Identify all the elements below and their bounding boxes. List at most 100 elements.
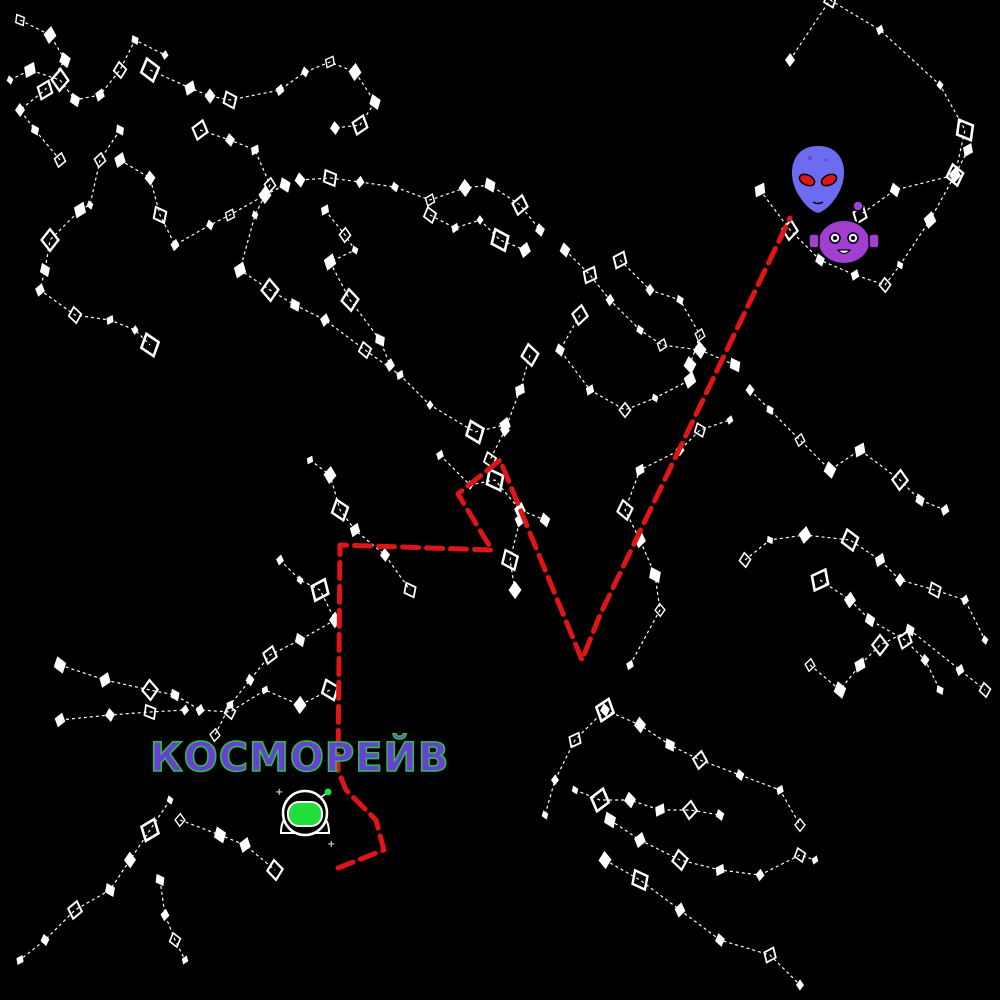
star: [379, 547, 391, 563]
star: [713, 932, 727, 948]
star: [194, 702, 206, 718]
star: [222, 702, 238, 722]
star: [52, 711, 68, 729]
svg-text:+: +: [275, 787, 283, 798]
star: [600, 809, 620, 831]
star: [954, 662, 966, 678]
star: [485, 224, 515, 256]
star: [318, 312, 332, 328]
star: [449, 221, 461, 235]
star: [42, 25, 58, 45]
star: [458, 178, 472, 198]
star: [649, 392, 661, 404]
star: [152, 871, 168, 889]
star: [51, 654, 69, 676]
star: [925, 579, 945, 601]
star: [85, 199, 95, 211]
star: [871, 633, 889, 657]
star: [912, 491, 928, 509]
star: [980, 634, 990, 646]
alien-icon[interactable]: [790, 143, 846, 216]
star: [632, 461, 648, 479]
constellation-line: [749, 389, 946, 511]
robot-icon[interactable]: [808, 200, 880, 265]
constellation-line: [574, 789, 721, 816]
star: [93, 86, 107, 104]
star: [36, 260, 54, 280]
star: [874, 23, 886, 37]
star: [276, 174, 294, 196]
star: [244, 673, 256, 687]
star: [250, 209, 260, 221]
star: [40, 227, 60, 253]
star: [774, 783, 786, 797]
star: [791, 845, 809, 865]
star: [350, 244, 360, 256]
star: [517, 240, 533, 260]
star: [356, 339, 374, 361]
star: [793, 432, 807, 448]
constellation-line: [19, 19, 66, 161]
star: [764, 403, 776, 417]
star: [366, 92, 384, 112]
star: [690, 749, 710, 771]
star: [14, 102, 26, 118]
star: [661, 735, 679, 755]
star: [481, 174, 499, 196]
star: [20, 58, 40, 82]
constellation-line: [299, 177, 541, 231]
star: [674, 293, 686, 307]
star: [837, 526, 863, 554]
star: [797, 525, 813, 545]
star: [692, 340, 708, 360]
constellation-line: [604, 709, 801, 826]
star: [258, 185, 272, 205]
constellation-line: [559, 314, 691, 411]
star: [230, 259, 250, 281]
star: [681, 369, 699, 391]
star: [959, 593, 971, 607]
constellation-line: [544, 709, 606, 816]
star: [321, 251, 339, 273]
constellation-line: [759, 149, 969, 286]
star: [300, 65, 310, 79]
star: [56, 50, 74, 70]
star: [622, 790, 638, 810]
star: [304, 454, 316, 466]
astronaut-icon[interactable]: + +: [275, 787, 335, 850]
star: [293, 695, 307, 715]
route-path: [335, 215, 793, 871]
constellation-line: [149, 61, 376, 129]
star: [160, 49, 170, 61]
star: [949, 114, 981, 146]
star: [533, 222, 547, 238]
constellation-lines: [9, 0, 986, 986]
star: [558, 241, 572, 259]
star: [224, 132, 236, 148]
star: [140, 678, 160, 702]
star: [322, 465, 338, 485]
star: [292, 630, 308, 650]
constellation-line: [199, 129, 506, 433]
star: [933, 683, 947, 697]
star: [673, 901, 687, 919]
star: [862, 610, 878, 630]
constellation-line: [509, 519, 521, 591]
constellation-line: [489, 354, 531, 461]
star: [354, 175, 366, 189]
star: [537, 511, 553, 529]
star: [794, 818, 806, 832]
constellation-line: [179, 819, 276, 871]
star: [49, 67, 71, 93]
star: [67, 90, 83, 110]
star: [167, 686, 183, 704]
star: [165, 794, 175, 806]
star: [754, 868, 766, 882]
star: [426, 399, 434, 411]
star: [750, 179, 770, 201]
constellation-line: [744, 534, 986, 641]
constellation-line: [159, 879, 186, 961]
constellation-line: [564, 249, 736, 366]
star: [734, 767, 746, 783]
